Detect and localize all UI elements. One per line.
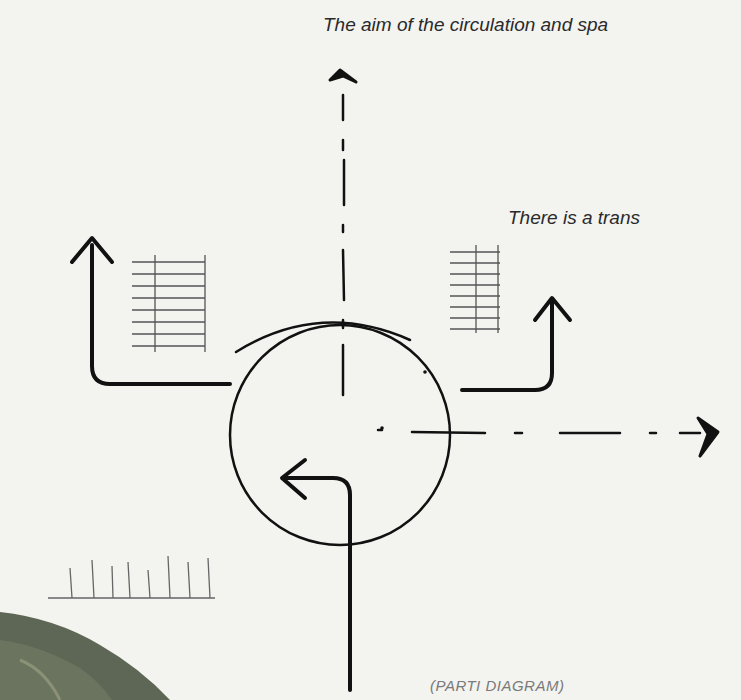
stair-hatch bbox=[450, 245, 500, 333]
tick-lines bbox=[48, 556, 215, 598]
stair-hatch bbox=[132, 255, 205, 352]
sketch-dot bbox=[423, 370, 427, 374]
outer-arc bbox=[236, 323, 410, 352]
arrowhead bbox=[72, 238, 112, 262]
central-circle bbox=[230, 325, 450, 545]
site-photo bbox=[0, 612, 170, 700]
stair-lines bbox=[132, 255, 205, 352]
arrowhead bbox=[282, 460, 305, 498]
site-photo-texture bbox=[0, 640, 112, 700]
annotation-note: The aim of the circulation and spa bbox=[323, 14, 608, 36]
annotation-note: There is a trans bbox=[508, 207, 640, 229]
vertical-axis bbox=[343, 95, 344, 395]
horizontal-axis bbox=[378, 430, 700, 433]
circulation-arrow bbox=[92, 245, 230, 384]
column-ticks bbox=[48, 556, 215, 598]
entry-arrow bbox=[286, 478, 350, 690]
axis-arrowhead bbox=[330, 70, 356, 82]
sketch-dot bbox=[380, 426, 384, 430]
diagram-caption-label: (PARTI DIAGRAM) bbox=[430, 677, 564, 694]
arrowhead bbox=[535, 298, 570, 320]
site-photo-road bbox=[20, 660, 60, 700]
axis-arrowhead bbox=[698, 418, 718, 456]
stair-lines bbox=[450, 245, 500, 333]
